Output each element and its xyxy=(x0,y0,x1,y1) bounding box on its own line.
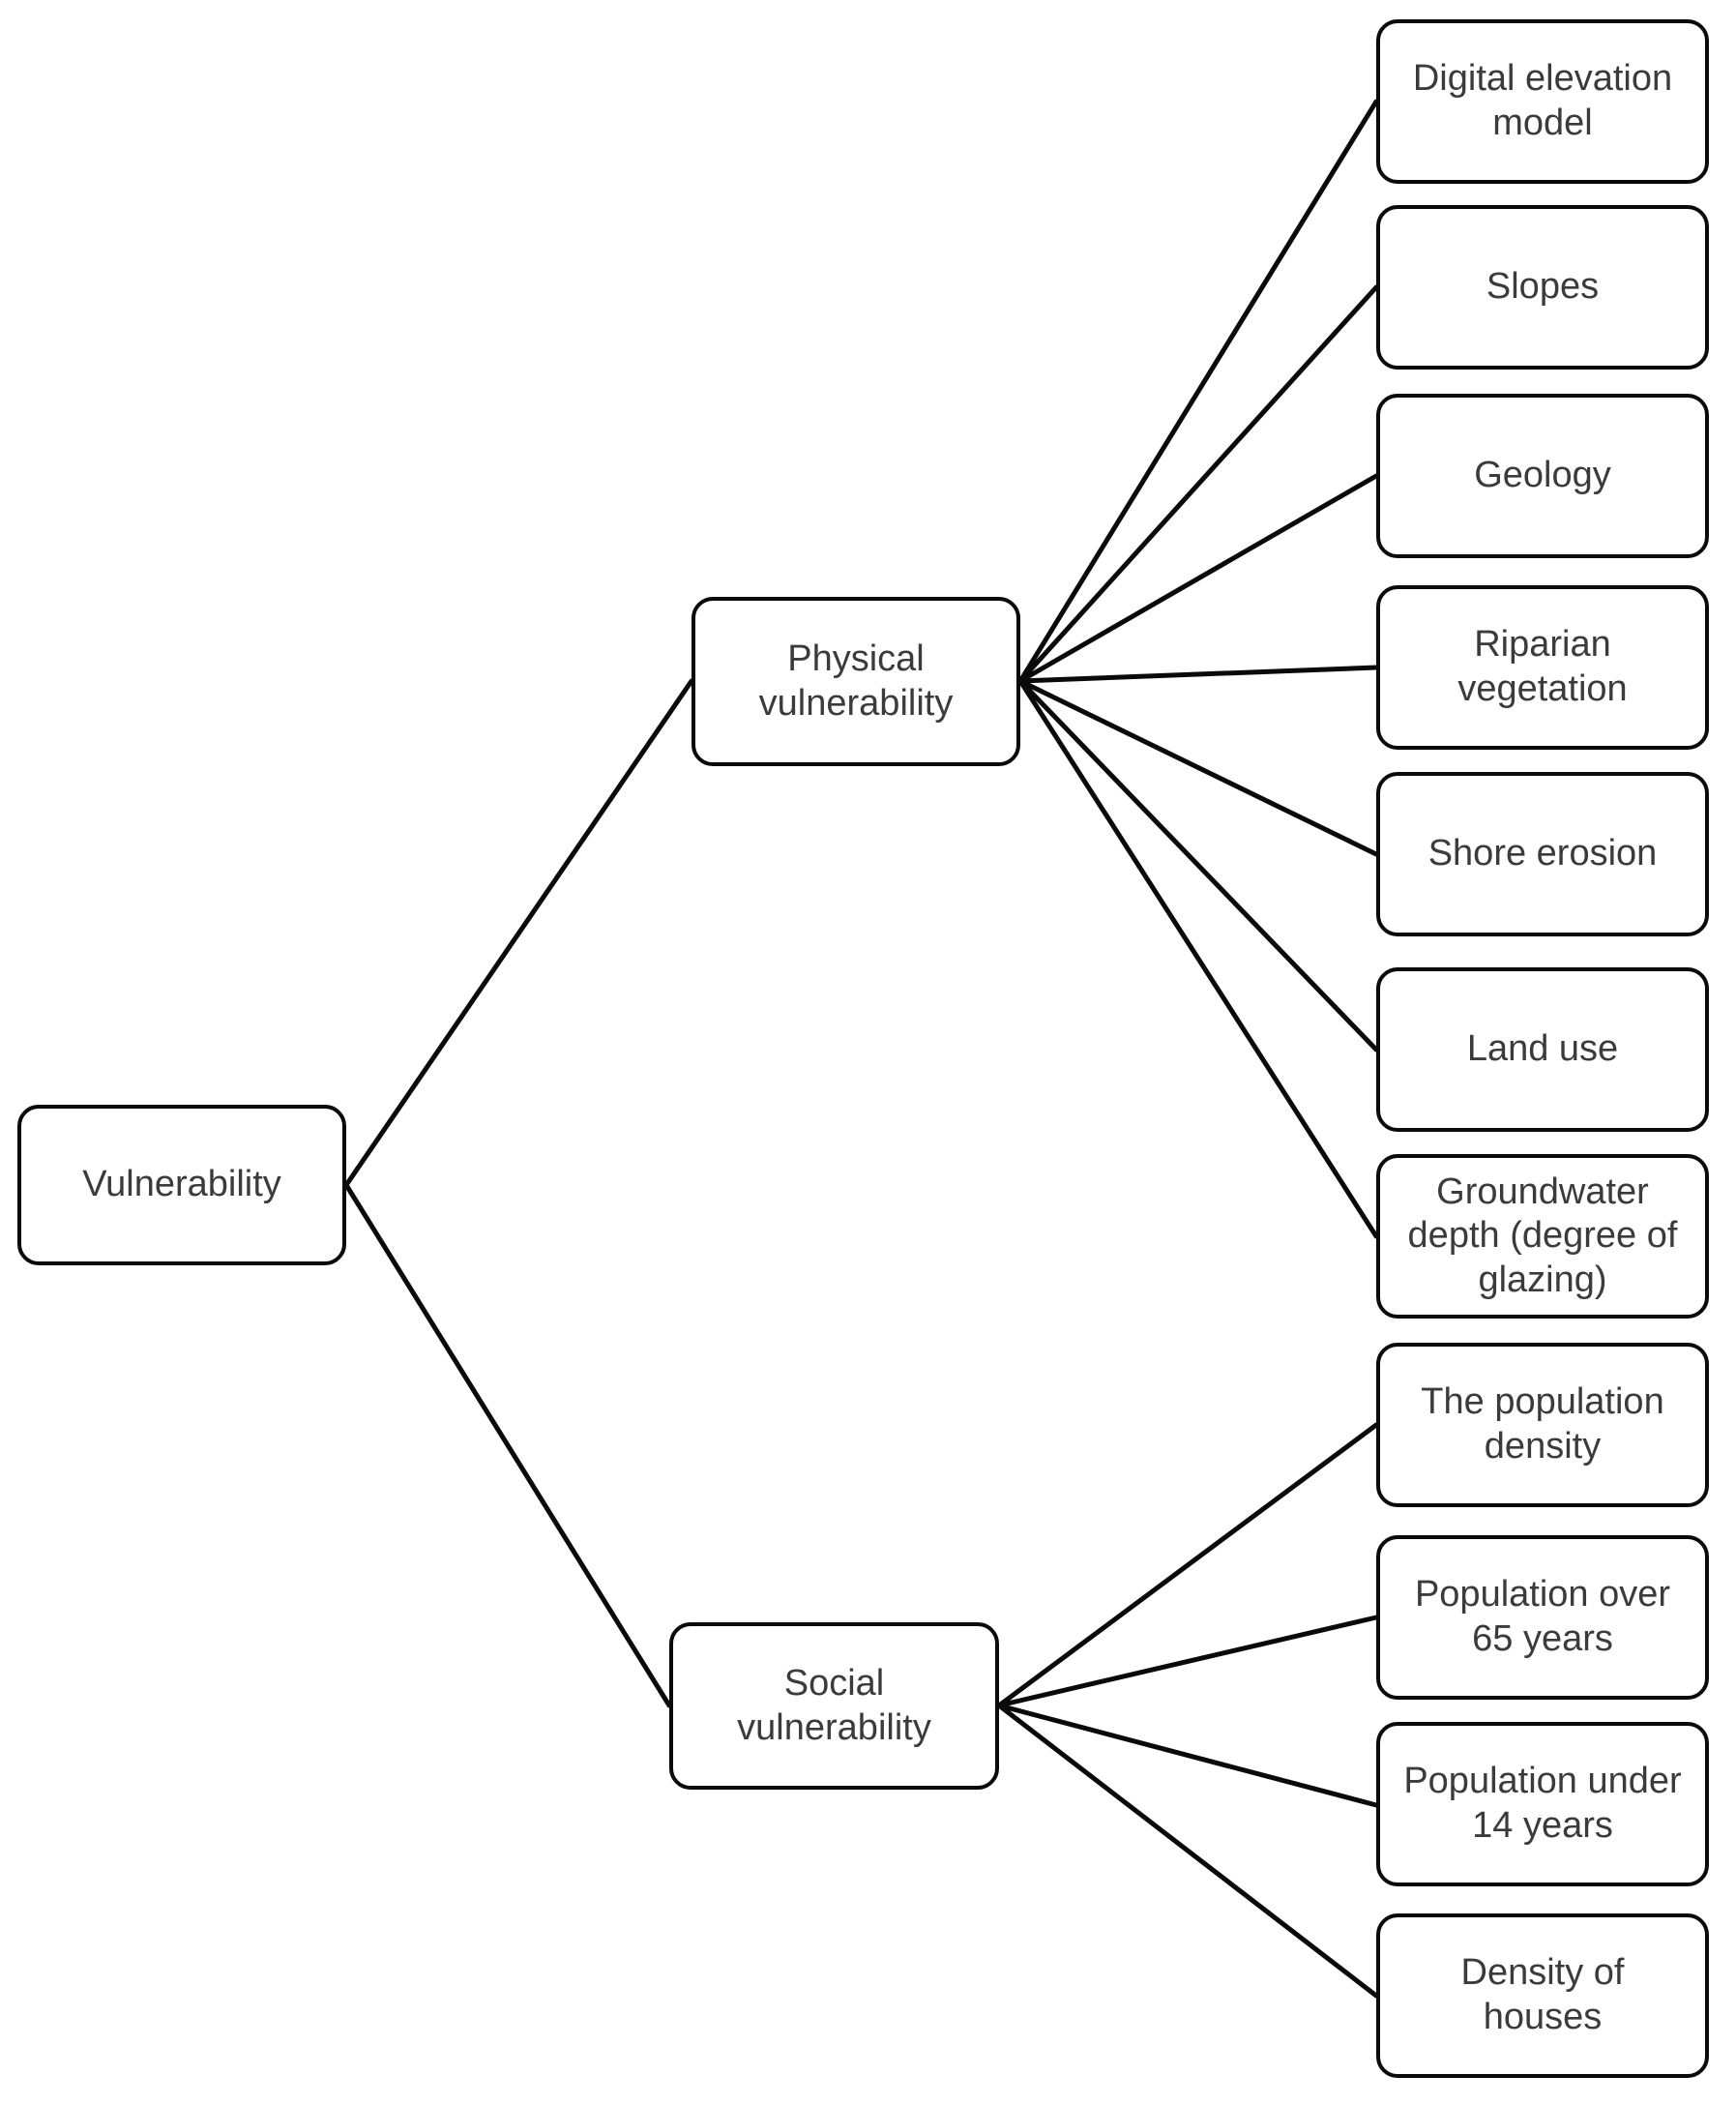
node-physical-vulnerability-label: Physical vulnerability xyxy=(758,637,954,724)
node-population-density: The population density xyxy=(1376,1343,1709,1507)
node-riparian-vegetation: Riparian vegetation xyxy=(1376,585,1709,750)
node-density-of-houses-label: Density of houses xyxy=(1460,1952,1625,2037)
node-density-of-houses: Density of houses xyxy=(1376,1913,1709,2078)
connector-physical-groundwater xyxy=(1017,678,1379,1239)
node-vulnerability: Vulnerability xyxy=(17,1105,346,1265)
node-groundwater-depth: Groundwater depth (degree of glazing) xyxy=(1376,1154,1709,1319)
node-geology-label: Geology xyxy=(1474,455,1611,496)
connector-physical-riparian xyxy=(1017,665,1379,684)
node-slopes-label: Slopes xyxy=(1486,266,1600,308)
node-digital-elevation-model: Digital elevation model xyxy=(1376,19,1709,184)
node-shore-erosion: Shore erosion xyxy=(1376,772,1709,936)
node-land-use-label: Land use xyxy=(1466,1028,1619,1070)
node-social-vulnerability: Social vulnerability xyxy=(669,1622,999,1790)
node-land-use: Land use xyxy=(1376,967,1709,1132)
connector-root-physical xyxy=(343,678,694,1188)
node-shore-erosion-label: Shore erosion xyxy=(1427,833,1658,875)
node-physical-vulnerability: Physical vulnerability xyxy=(691,597,1020,766)
connector-physical-dem xyxy=(1017,99,1379,684)
node-slopes: Slopes xyxy=(1376,205,1709,370)
connector-physical-slopes xyxy=(1017,284,1379,684)
connector-social-density xyxy=(996,1422,1379,1708)
node-vulnerability-label: Vulnerability xyxy=(82,1164,281,1205)
connector-root-social xyxy=(343,1182,672,1708)
node-digital-elevation-model-label: Digital elevation model xyxy=(1412,58,1673,143)
node-groundwater-depth-label: Groundwater depth (degree of glazing) xyxy=(1407,1171,1678,1300)
connector-physical-shore xyxy=(1017,678,1379,857)
node-population-under-14-label: Population under 14 years xyxy=(1403,1761,1682,1846)
node-population-over-65-label: Population over 65 years xyxy=(1414,1574,1671,1659)
connector-physical-geology xyxy=(1017,473,1379,684)
connector-social-houses xyxy=(996,1703,1379,1999)
node-riparian-vegetation-label: Riparian vegetation xyxy=(1457,624,1628,709)
node-population-over-65: Population over 65 years xyxy=(1376,1535,1709,1700)
node-population-density-label: The population density xyxy=(1421,1381,1664,1467)
connector-physical-landuse xyxy=(1017,678,1379,1052)
connector-social-over65 xyxy=(996,1615,1379,1708)
node-social-vulnerability-label: Social vulnerability xyxy=(737,1662,931,1748)
connector-social-under14 xyxy=(996,1703,1379,1808)
node-population-under-14: Population under 14 years xyxy=(1376,1722,1709,1886)
node-geology: Geology xyxy=(1376,394,1709,558)
